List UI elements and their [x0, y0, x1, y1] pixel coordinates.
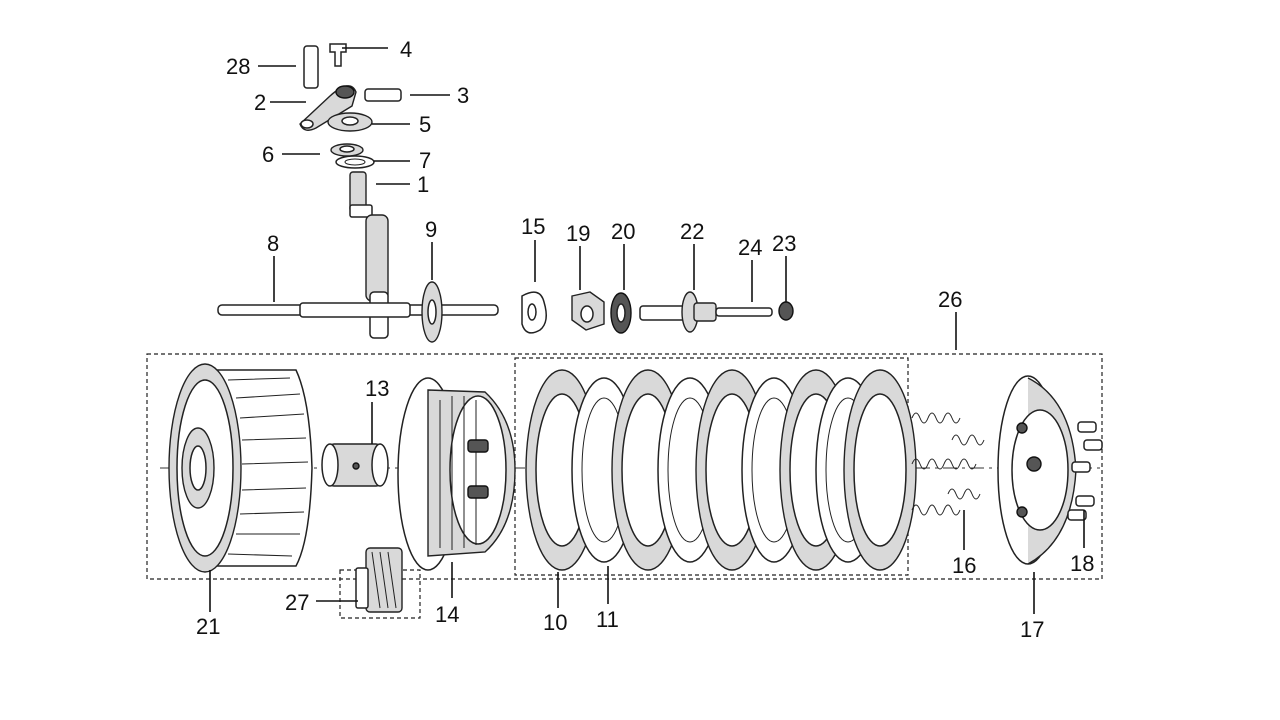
callout-6: 6: [262, 142, 274, 167]
callout-23: 23: [772, 231, 796, 256]
clutch-assembly-group-box: [146, 353, 1103, 580]
callout-1: 1: [417, 172, 429, 197]
release-shaft-assembly: [299, 43, 402, 339]
clutch-springs: [911, 412, 985, 516]
callout-2: 2: [254, 90, 266, 115]
callout-7: 7: [419, 148, 431, 173]
callout-3: 3: [457, 83, 469, 108]
plate-pack-group-box: [514, 357, 909, 576]
callout-18: 18: [1070, 551, 1094, 576]
callout-8: 8: [267, 231, 279, 256]
friction-plates: [525, 369, 917, 571]
callout-24: 24: [738, 235, 762, 260]
callout-27: 27: [285, 590, 309, 615]
callout-labels: 4 28 3 2 5 6 7 1 8 9 15 19 20 22 24 23 2…: [196, 37, 1094, 642]
callout-14: 14: [435, 602, 459, 627]
callout-22: 22: [680, 219, 704, 244]
callout-11: 11: [596, 607, 619, 632]
clutch-hub: [397, 377, 516, 571]
callout-9: 9: [425, 217, 437, 242]
callout-20: 20: [611, 219, 635, 244]
callout-15: 15: [521, 214, 545, 239]
callout-16: 16: [952, 553, 976, 578]
callout-26: 26: [938, 287, 962, 312]
callout-17: 17: [1020, 617, 1044, 642]
callout-13: 13: [365, 376, 389, 401]
primary-gear-group-box: [339, 569, 421, 619]
clutch-basket: [168, 363, 313, 573]
bushing: [321, 443, 389, 487]
leader-lines: [209, 47, 1085, 614]
callout-4: 4: [400, 37, 412, 62]
pushrod-row-parts: [217, 281, 794, 343]
callout-19: 19: [566, 221, 590, 246]
pressure-plate: [997, 375, 1103, 565]
callout-10: 10: [543, 610, 567, 635]
callout-21: 21: [196, 614, 220, 639]
callout-5: 5: [419, 112, 431, 137]
primary-drive-gear: [355, 547, 403, 613]
callout-28: 28: [226, 54, 250, 79]
